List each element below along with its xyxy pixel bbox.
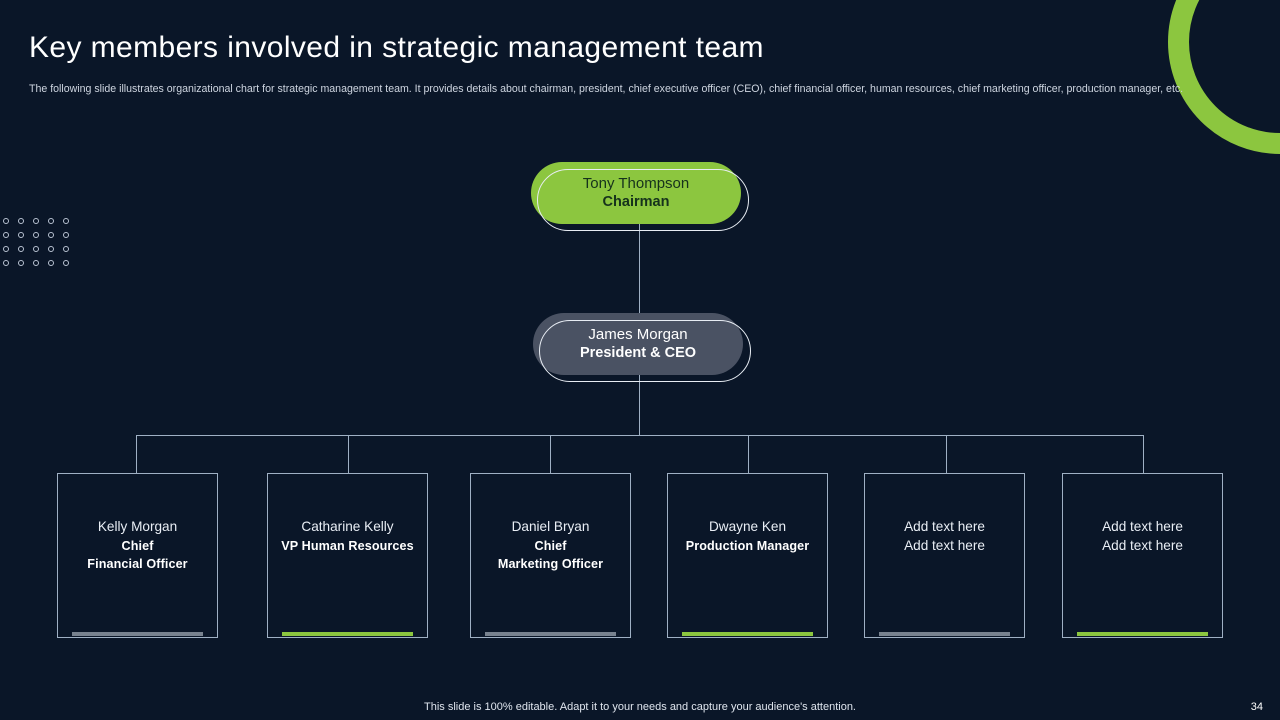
member-accent-bar [879,632,1010,636]
member-role-line-1: VP Human Resources [281,538,414,553]
connector-drop-member-3 [550,435,551,473]
org-node-member-5[interactable]: Add text here Add text here [864,473,1025,638]
chairman-name: Tony Thompson [582,175,690,192]
page-subtitle: The following slide illustrates organiza… [29,83,1184,95]
member-name: Kelly Morgan [97,519,178,534]
member-role-line-2: Financial Officer [87,556,188,571]
member-accent-bar [282,632,413,636]
connector-drop-member-2 [348,435,349,473]
connector-drop-member-4 [748,435,749,473]
member-role-line-1: Add text here [1102,537,1183,553]
dot-grid-decoration-icon [3,218,78,274]
org-node-member-3[interactable]: Daniel Bryan Chief Marketing Officer [470,473,631,638]
connector-drop-member-6 [1143,435,1144,473]
connector-horizontal-bus [136,435,1144,436]
connector-president-drop [639,375,640,436]
member-accent-bar [682,632,813,636]
member-name: Catharine Kelly [301,519,394,534]
connector-chairman-to-president [639,224,640,314]
member-role-line-1: Chief [121,538,154,553]
footer-note: This slide is 100% editable. Adapt it to… [424,701,856,713]
member-accent-bar [72,632,203,636]
page-number: 34 [1250,701,1263,713]
node-outline-decoration [537,169,749,231]
connector-drop-member-1 [136,435,137,473]
member-role-line-1: Chief [534,538,567,553]
org-node-member-1[interactable]: Kelly Morgan Chief Financial Officer [57,473,218,638]
member-accent-bar [485,632,616,636]
member-role-line-1: Add text here [904,537,985,553]
member-role-line-1: Production Manager [685,538,810,553]
org-node-chairman[interactable]: Tony Thompson Chairman [531,162,749,231]
page-title: Key members involved in strategic manage… [29,31,764,64]
org-node-member-4[interactable]: Dwayne Ken Production Manager [667,473,828,638]
member-name: Daniel Bryan [511,519,590,534]
president-name: James Morgan [588,326,688,343]
chairman-role: Chairman [602,194,670,210]
president-role: President & CEO [579,345,697,361]
org-node-member-6[interactable]: Add text here Add text here [1062,473,1223,638]
org-node-member-2[interactable]: Catharine Kelly VP Human Resources [267,473,428,638]
member-role-line-2: Marketing Officer [497,556,604,571]
member-name: Add text here [1102,519,1183,534]
org-node-president[interactable]: James Morgan President & CEO [533,313,751,382]
member-accent-bar [1077,632,1208,636]
node-outline-decoration [539,320,751,382]
green-ring-decoration-icon [1168,0,1280,154]
member-name: Dwayne Ken [708,519,787,534]
connector-drop-member-5 [946,435,947,473]
member-name: Add text here [904,519,985,534]
